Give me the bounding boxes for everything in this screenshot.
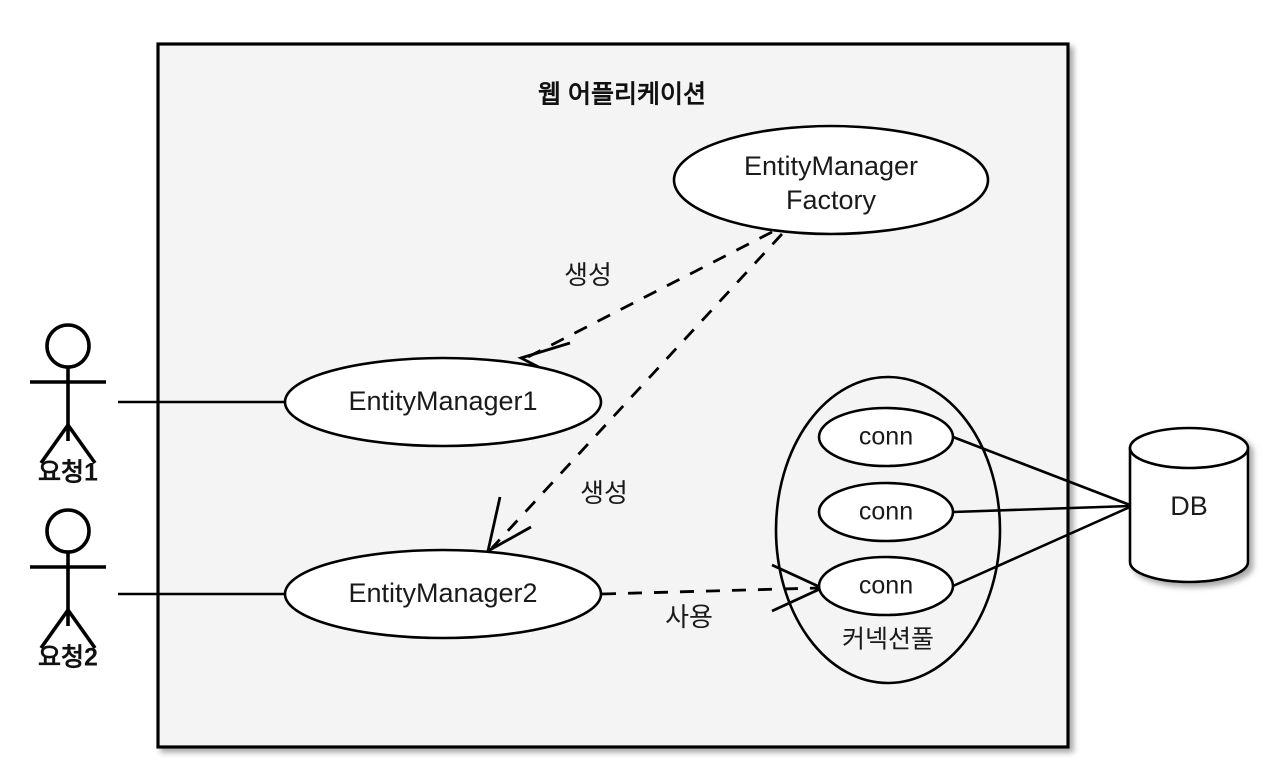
conn1-label: conn [859,423,913,451]
entitymanager-factory-label-line2: Factory [786,185,877,215]
actor-leg-right-icon [66,608,97,650]
actor-leg-left-icon [39,423,70,465]
conn3-ellipse [817,555,955,617]
node-entitymanager-factory[interactable]: EntityManager Factory [672,124,990,236]
conn3-label: conn [859,572,913,600]
connection-pool-ellipse [774,375,1002,685]
entitymanager1-ellipse [283,356,603,448]
edge-label-create-2: 생성 [580,478,628,508]
database-cylinder-top [1128,426,1250,470]
container-title: 웹 어플리케이션 [538,81,706,109]
actor-head-icon [45,508,91,554]
edge-emf-entitymanager2 [490,233,784,549]
database-label: DB [1170,491,1208,521]
actor-leg-left-icon [39,608,70,650]
node-conn-3[interactable]: conn [817,555,955,617]
entitymanager-factory-ellipse [672,124,990,236]
conn2-label: conn [859,498,913,526]
conn1-ellipse [817,406,955,468]
node-connection-pool[interactable]: 커넥션풀 [774,375,1002,685]
edge-conn3-db [952,505,1131,588]
actor-request2-label: 요청2 [38,644,98,672]
entitymanager-factory-label-line1: EntityManager [744,151,918,181]
node-entitymanager1[interactable]: EntityManager1 [283,356,603,448]
edge-label-use: 사용 [665,602,713,632]
edge-conn2-db [952,504,1131,514]
node-database[interactable]: DB [1128,426,1250,584]
node-conn-2[interactable]: conn [817,481,955,543]
node-conn-1[interactable]: conn [817,406,955,468]
entitymanager1-label: EntityManager1 [348,386,537,416]
edge-entitymanager2-conn [601,586,819,596]
actor-request2[interactable]: 요청2 [30,508,106,672]
edge-emf-entitymanager1 [527,230,773,359]
entitymanager2-ellipse [283,548,603,640]
connection-pool-label: 커넥션풀 [842,626,934,654]
actor-request1-label: 요청1 [38,459,98,487]
node-entitymanager2[interactable]: EntityManager2 [283,548,603,640]
database-cylinder-body [1128,446,1250,584]
conn2-ellipse [817,481,955,543]
actor-request1[interactable]: 요청1 [30,323,106,487]
edge-label-create-1: 생성 [564,260,612,290]
actor-leg-right-icon [66,423,97,465]
actor-head-icon [45,323,91,369]
entitymanager2-label: EntityManager2 [348,578,537,608]
